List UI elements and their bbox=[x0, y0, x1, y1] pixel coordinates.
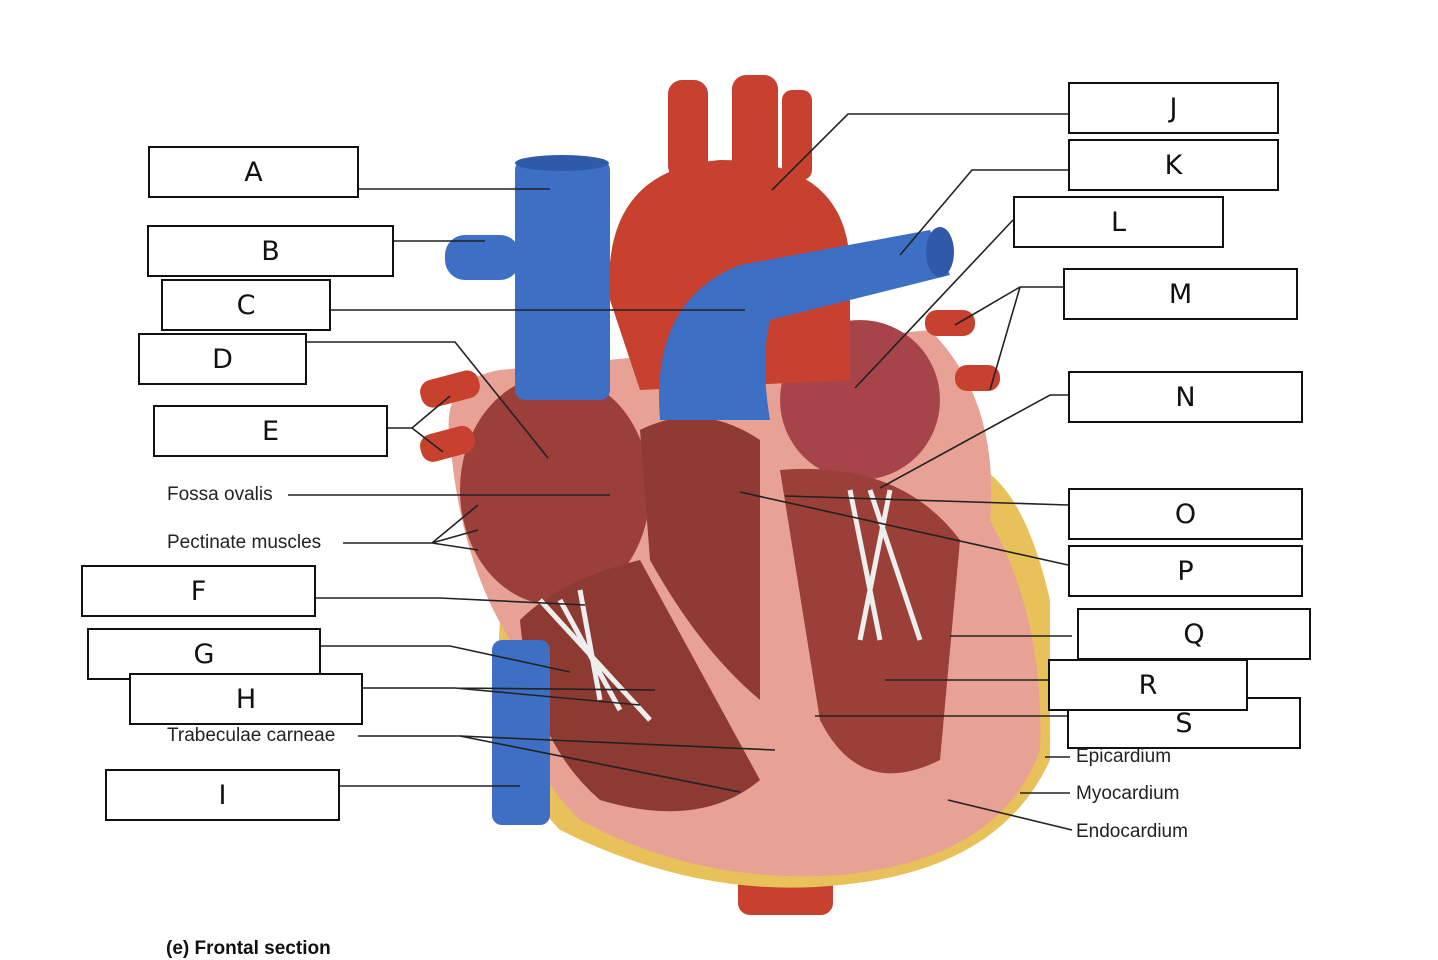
blank-label-r[interactable]: R bbox=[1048, 659, 1248, 711]
blank-label-f[interactable]: F bbox=[81, 565, 316, 617]
label-trabeculae-carneae: Trabeculae carneae bbox=[167, 725, 336, 746]
blank-label-o[interactable]: O bbox=[1068, 488, 1303, 540]
blank-label-i[interactable]: I bbox=[105, 769, 340, 821]
blank-label-e[interactable]: E bbox=[153, 405, 388, 457]
blank-label-g[interactable]: G bbox=[87, 628, 321, 680]
blank-label-q[interactable]: Q bbox=[1077, 608, 1311, 660]
label-myocardium: Myocardium bbox=[1076, 783, 1180, 804]
blank-label-k[interactable]: K bbox=[1068, 139, 1279, 191]
label-epicardium: Epicardium bbox=[1076, 746, 1172, 767]
blank-label-p[interactable]: P bbox=[1068, 545, 1303, 597]
blank-label-c[interactable]: C bbox=[161, 279, 331, 331]
blank-label-j[interactable]: J bbox=[1068, 82, 1279, 134]
label-endocardium: Endocardium bbox=[1076, 821, 1188, 842]
figure-caption: (e) Frontal section bbox=[166, 938, 331, 959]
blank-label-a[interactable]: A bbox=[148, 146, 359, 198]
label-fossa-ovalis: Fossa ovalis bbox=[167, 484, 273, 505]
blank-label-h[interactable]: H bbox=[129, 673, 363, 725]
blank-label-d[interactable]: D bbox=[138, 333, 307, 385]
blank-label-l[interactable]: L bbox=[1013, 196, 1224, 248]
blank-label-n[interactable]: N bbox=[1068, 371, 1303, 423]
blank-label-b[interactable]: B bbox=[147, 225, 394, 277]
blank-label-m[interactable]: M bbox=[1063, 268, 1298, 320]
label-pectinate-muscles: Pectinate muscles bbox=[167, 532, 322, 553]
